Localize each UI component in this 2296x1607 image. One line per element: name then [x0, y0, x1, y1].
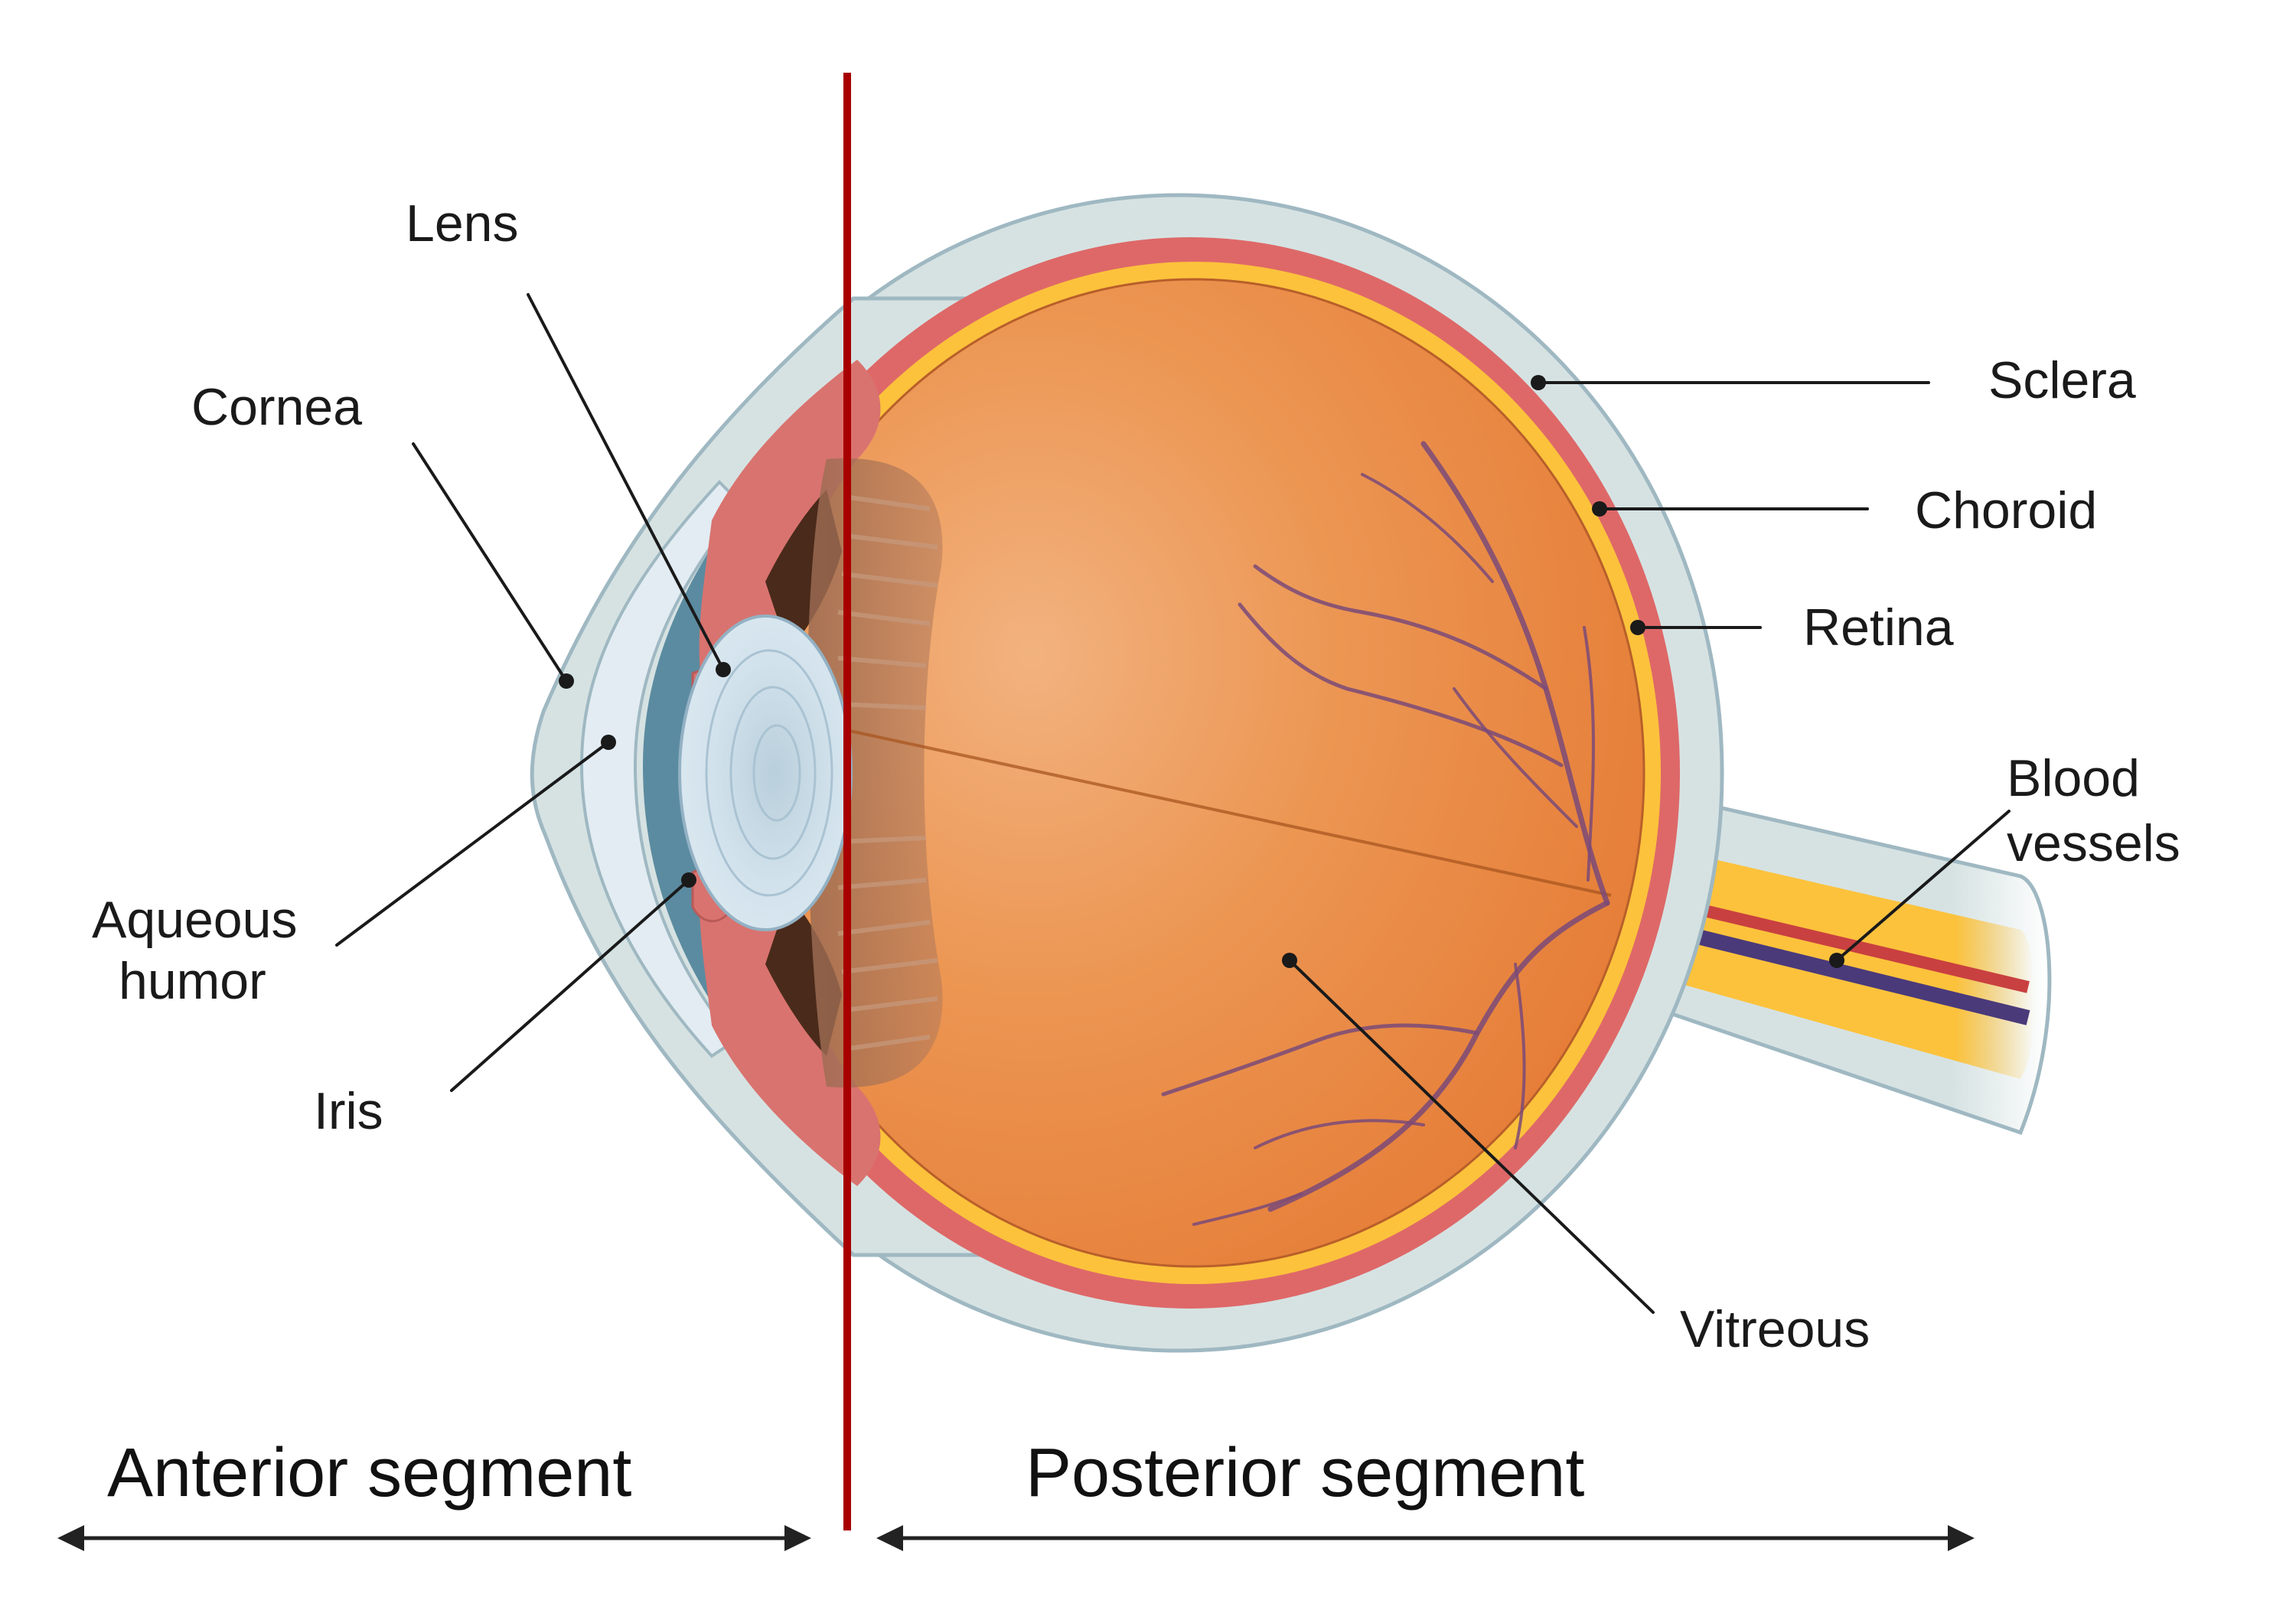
label-lens: Lens	[406, 194, 518, 253]
posterior-segment-title: Posterior segment	[1026, 1435, 1584, 1511]
anterior-segment-title: Anterior segment	[107, 1435, 631, 1511]
label-cornea: Cornea	[191, 378, 362, 436]
visual-axis	[849, 729, 1612, 897]
retinal-vessels	[1161, 441, 1610, 1226]
label-blood-vessels-line1: Blood	[2007, 749, 2140, 807]
label-retina: Retina	[1803, 598, 1954, 657]
label-sclera: Sclera	[1988, 351, 2136, 409]
label-vitreous: Vitreous	[1680, 1300, 1870, 1358]
leader-lines	[335, 293, 2011, 1314]
label-blood-vessels-line2: vessels	[2007, 814, 2180, 872]
anterior-segment-arrow	[57, 1525, 811, 1551]
posterior-segment-arrow	[876, 1525, 1975, 1551]
label-aqueous-humor-line2: humor	[119, 952, 266, 1010]
label-iris: Iris	[314, 1082, 383, 1140]
lens-shape	[678, 614, 853, 931]
label-aqueous-humor-line1: Aqueous	[92, 891, 297, 949]
label-choroid: Choroid	[1915, 481, 2097, 539]
